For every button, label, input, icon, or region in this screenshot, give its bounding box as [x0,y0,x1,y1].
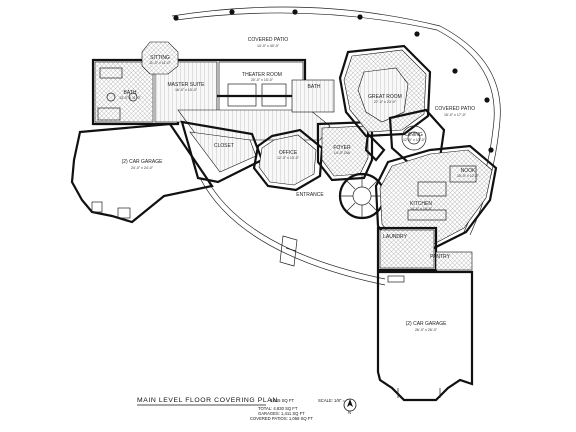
label-bath-master: BATH [124,90,137,96]
entrance-arc [199,177,386,286]
dim-office: 12'-0" x 13'-0" [277,156,300,160]
dim-garage-right: 26'-0" x 26'-0" [415,328,438,332]
total-area: TOTAL: 4,830 SQ FT [258,406,298,411]
label-entrance: ENTRANCE [296,192,324,198]
office [252,128,324,192]
kitchen-area [374,144,498,252]
label-office: OFFICE [279,150,298,156]
label-sitting: SITTING [150,55,170,61]
plan-scale: SCALE: 1/8" = 1' [318,398,349,403]
right-garage [376,270,474,402]
dim-covered-patio-right: 15'-0" x 17'-0" [444,113,467,117]
dim-garage-left: 24'-0" x 24'-0" [131,166,154,170]
label-closet: CLOSET [214,143,234,149]
label-nook: NOOK [461,168,476,174]
dim-dining: 12'-0" x 13'-0" [403,138,426,142]
dim-sitting: 11'-0" x 11'-0" [149,61,171,65]
dim-nook: 10'-0" x 12'-0" [457,174,480,178]
dim-kitchen: 14'-0" x 18'-0" [410,207,433,211]
label-laundry: LAUNDRY [383,234,407,240]
covered-patios-area: COVERED PATIOS: 1,058 SQ FT [250,416,313,421]
dim-covered-patio-top: 14'-0" x 40'-0" [257,44,280,48]
dim-master-suite: 16'-0" x 15'-0" [175,88,198,92]
title-block: MAIN LEVEL FLOOR COVERING PLAN 3,615 SQ … [137,397,357,421]
label-bath-small: BATH [308,84,321,90]
entrance-steps [279,235,298,267]
label-garage-right: (2) CAR GARAGE [406,321,448,327]
label-covered-patio-top: COVERED PATIO [248,37,288,43]
label-kitchen: KITCHEN [410,201,432,207]
dim-theater-room: 20'-0" x 15'-0" [251,78,274,82]
foyer [316,120,386,220]
plan-area: 3,615 SQ FT [270,398,294,403]
label-master-suite: MASTER SUITE [168,82,206,88]
north-label: N [348,410,351,415]
room-labels: COVERED PATIO 14'-0" x 40'-0" SITTING 11… [119,37,480,332]
utility [376,226,473,272]
dim-bath-master: 13'-0" x 11'-0" [119,96,142,100]
label-foyer: FOYER [333,145,351,151]
plan-title: MAIN LEVEL FLOOR COVERING PLAN [137,397,278,404]
great-room [338,44,432,162]
label-dining: DINING [405,132,423,138]
label-covered-patio-right: COVERED PATIO [435,106,475,112]
label-garage-left: (2) CAR GARAGE [122,159,164,165]
label-theater-room: THEATER ROOM [242,72,282,78]
left-garage [70,122,214,224]
label-great-room: GREAT ROOM [368,94,402,100]
dim-great-room: 27'-0" x 23'-0" [374,100,397,104]
label-pantry: PANTRY [430,254,450,260]
garages-area: GARAGES: 1,411 SQ FT [258,411,305,416]
dim-foyer: 14'-0" DIA [334,151,351,155]
